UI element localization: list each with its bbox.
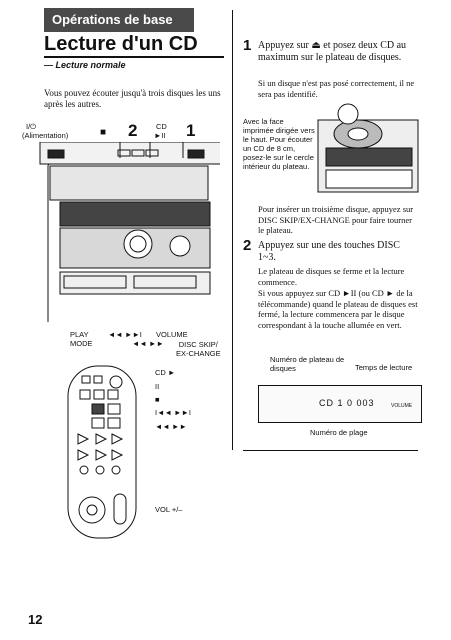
callout-1: 1 xyxy=(186,121,196,140)
cd-label: CD xyxy=(156,122,167,131)
volume-label: VOLUME xyxy=(156,330,188,339)
disc-placement-caption: Avec la face imprimée dirigée vers le ha… xyxy=(243,117,315,171)
remote-skip-label: I◄◄ ►►I xyxy=(155,408,191,417)
play-pause-symbol: ►II xyxy=(154,131,166,140)
power-symbol: I/⏻ xyxy=(26,122,37,131)
column-divider xyxy=(232,10,233,450)
third-disc-text: Pour insérer un troisième disque, appuye… xyxy=(258,204,414,235)
power-label: (Alimentation) xyxy=(22,131,69,140)
intro-text: Vous pouvez écouter jusqu'à trois disque… xyxy=(44,88,221,109)
step-2-note-1: Le plateau de disques se ferme et la lec… xyxy=(258,266,405,287)
remote-pause-label: II xyxy=(155,382,160,391)
play-time-label: Temps de lecture xyxy=(355,363,413,372)
step-1-number: 1 xyxy=(243,37,252,54)
step-2-note-2: Si vous appuyez sur CD ►II (ou CD ► de l… xyxy=(258,288,418,330)
skip-symbols: ◄◄ ►►I xyxy=(108,330,142,339)
section-end-rule xyxy=(243,450,418,451)
disc-skip-label: DISC SKIP/ EX-CHANGE xyxy=(176,340,221,358)
stereo-system-illustration xyxy=(39,142,220,322)
disc-tray-illustration xyxy=(317,103,419,193)
play-mode-label: PLAY MODE xyxy=(70,330,93,348)
disc-number-label: Numéro de plateau de disques xyxy=(270,355,345,373)
page-number: 12 xyxy=(28,612,43,627)
remote-vol-label: VOL +/– xyxy=(155,505,183,514)
remote-stop-label: ■ xyxy=(155,395,160,404)
section-tab: Opérations de base xyxy=(44,8,194,32)
step-1-text: Appuyez sur ⏏ et posez deux CD au maximu… xyxy=(258,40,407,63)
track-number-label: Numéro de plage xyxy=(310,428,368,437)
step-2-number: 2 xyxy=(243,237,252,254)
search-symbols: ◄◄ ►► xyxy=(132,339,164,348)
display-panel: CD 1 0 003 VOLUME xyxy=(258,385,422,423)
remote-cd-play-label: CD ► xyxy=(155,368,176,377)
stop-symbol: ■ xyxy=(100,127,107,138)
remote-search-label: ◄◄ ►► xyxy=(155,422,187,431)
page-subtitle: — Lecture normale xyxy=(44,60,126,70)
step-2-text: Appuyez sur une des touches DISC 1~3. xyxy=(258,240,400,263)
display-readout: CD 1 0 003 xyxy=(319,398,375,408)
page-title: Lecture d'un CD xyxy=(44,33,224,58)
step-1-note: Si un disque n'est pas posé correctement… xyxy=(258,78,415,99)
display-volume: VOLUME xyxy=(391,403,413,409)
callout-2: 2 xyxy=(128,121,138,140)
remote-control-illustration xyxy=(67,365,137,539)
